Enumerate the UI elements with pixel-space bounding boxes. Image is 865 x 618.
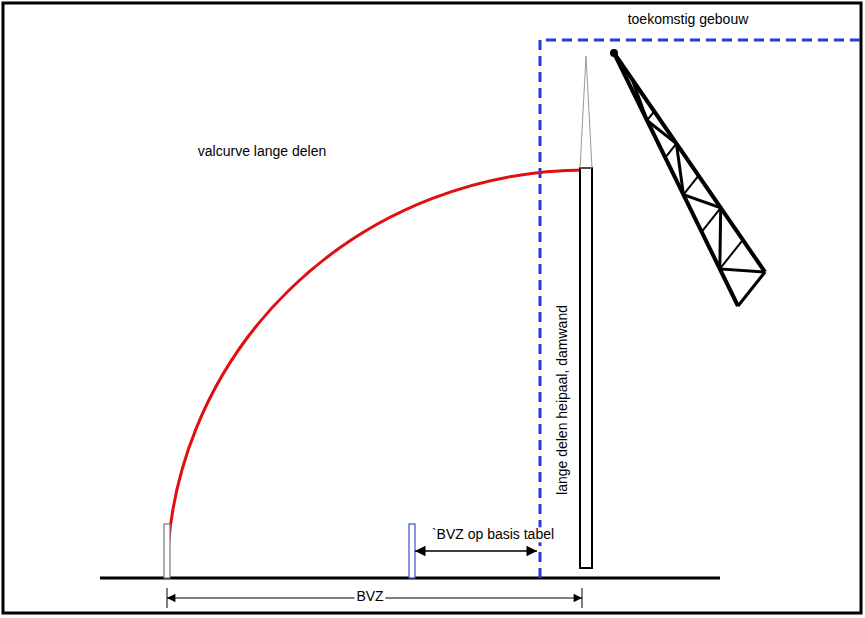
pile-label: lange delen heipaal, damwand — [555, 303, 570, 497]
pile — [580, 168, 592, 568]
post — [164, 524, 170, 578]
crane-boom — [614, 53, 765, 306]
frame — [3, 3, 861, 613]
boom-strut — [702, 208, 721, 232]
post — [409, 524, 415, 578]
boom-strut — [720, 240, 743, 269]
building-label: toekomstig gebouw — [626, 12, 751, 27]
curve-label: valcurve lange delen — [196, 144, 328, 159]
dimension-arrow — [415, 550, 537, 552]
boom-strut — [683, 176, 698, 195]
dimension-label: BVZ — [354, 589, 385, 604]
lead-tip — [580, 56, 592, 168]
boom-strut — [665, 144, 676, 158]
dimension-label: `BVZ op basis tabel — [430, 527, 556, 542]
boom-chord — [614, 53, 765, 272]
fall-curve — [167, 170, 586, 578]
boom-strut — [738, 272, 765, 306]
boom-pivot — [610, 49, 618, 57]
boom-end — [738, 272, 765, 306]
building-outline — [540, 40, 862, 578]
dimension-tick — [167, 588, 168, 608]
boom-strut — [647, 111, 654, 120]
boom-lacing — [632, 79, 765, 272]
dimension-tick — [582, 588, 583, 608]
